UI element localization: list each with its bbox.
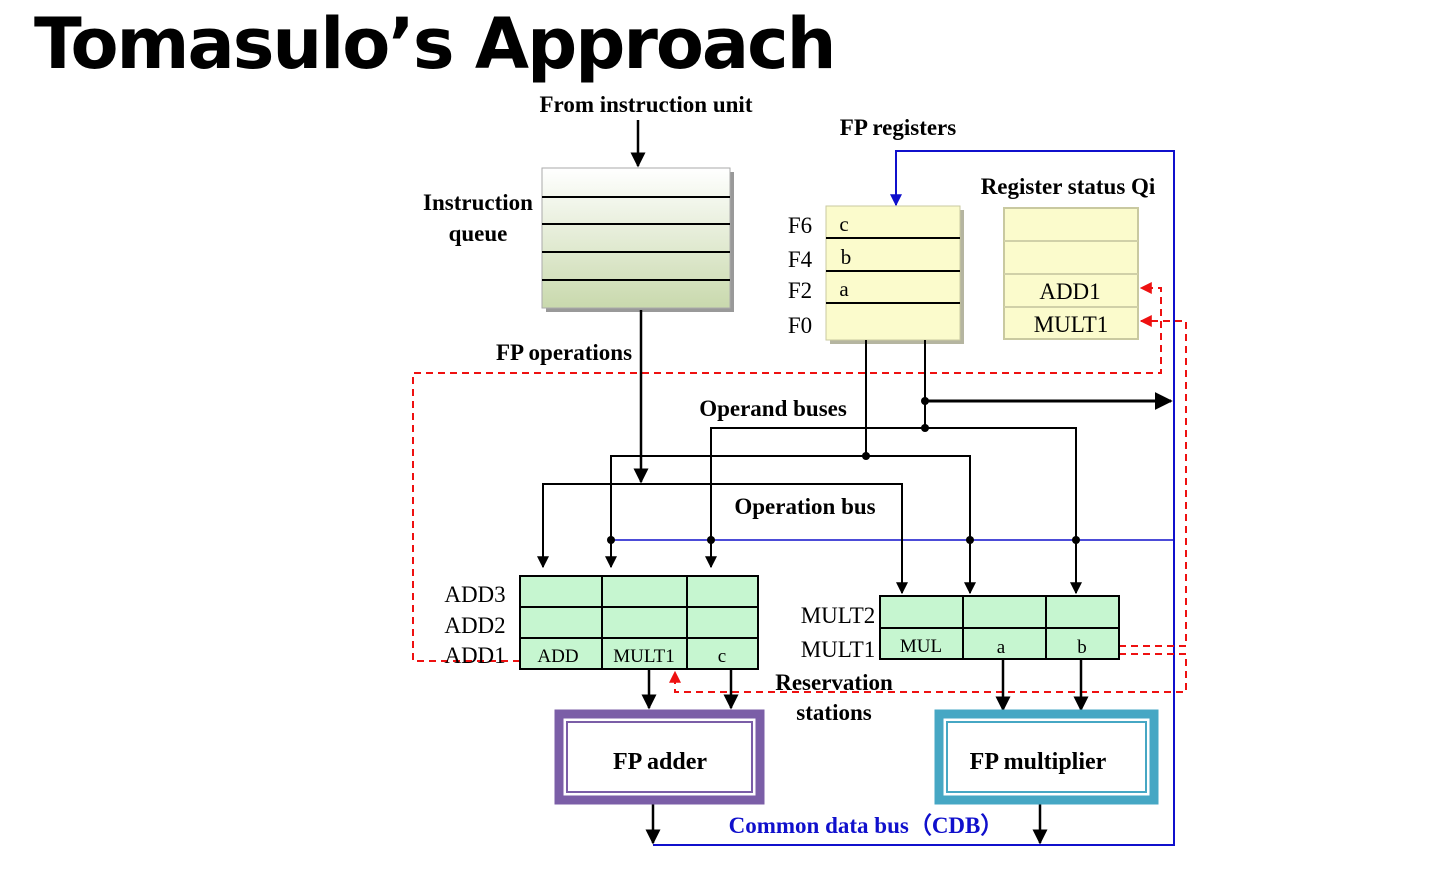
from-instruction-unit-label: From instruction unit: [540, 92, 753, 117]
reg-name: F4: [788, 247, 813, 272]
register-status-label: Register status Qi: [981, 174, 1156, 199]
unit-input-arrows: [641, 659, 1089, 845]
instruction-queue: [541, 167, 734, 312]
tag-lines: [412, 282, 1187, 693]
cdb-feedback-lines: [611, 150, 1175, 846]
operand-buses: [537, 310, 1173, 595]
reg-name: F2: [788, 278, 812, 303]
station-name: ADD2: [444, 613, 505, 638]
instruction-queue-label-2: queue: [449, 221, 508, 246]
reservation-stations-label-2: stations: [796, 700, 871, 725]
fp-registers-label: FP registers: [840, 115, 956, 140]
station-op: ADD: [537, 646, 578, 667]
station-name: MULT1: [801, 637, 876, 662]
mult-reservation-stations: [879, 595, 1120, 660]
station-src1: a: [997, 637, 1006, 658]
station-src2: b: [1077, 637, 1087, 658]
reg-name: F0: [788, 313, 812, 338]
common-data-bus-label: Common data bus（CDB）: [729, 812, 1004, 838]
bus-junctions: [607, 397, 1080, 544]
station-op: MUL: [900, 636, 942, 657]
fp-operations-label: FP operations: [496, 340, 632, 365]
instruction-queue-label-1: Instruction: [423, 190, 533, 215]
fp-adder: [554, 709, 765, 805]
reg-value: a: [839, 277, 849, 301]
register-status: [1003, 207, 1139, 340]
status-value: ADD1: [1039, 279, 1100, 304]
fp-registers: [825, 205, 964, 344]
reservation-stations-label-1: Reservation: [775, 670, 893, 695]
station-src2: c: [718, 646, 726, 667]
fp-multiplier: [934, 709, 1159, 805]
reg-value: c: [839, 212, 848, 236]
fp-adder-label: FP adder: [613, 749, 707, 775]
station-name: ADD1: [444, 643, 505, 668]
fp-multiplier-label: FP multiplier: [970, 749, 1107, 775]
add-reservation-stations: [519, 575, 759, 670]
station-src1: MULT1: [613, 646, 675, 667]
station-name: MULT2: [801, 603, 876, 628]
slide-title: Tomasulo’s Approach: [34, 3, 836, 85]
status-value: MULT1: [1034, 312, 1109, 337]
station-name: ADD3: [444, 582, 505, 607]
reg-name: F6: [788, 213, 812, 238]
reg-value: b: [841, 245, 852, 269]
operand-buses-label: Operand buses: [699, 396, 847, 421]
operation-bus-label: Operation bus: [734, 494, 875, 519]
